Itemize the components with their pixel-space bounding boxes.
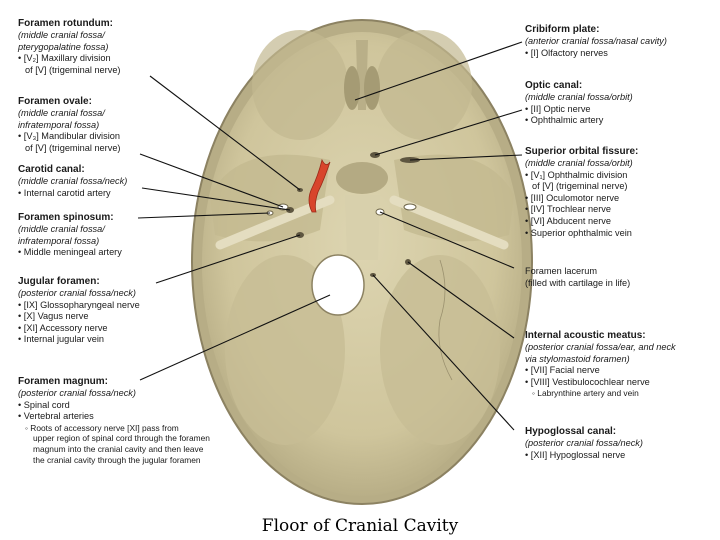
foramen-ovale-item: [V₃] Mandibular division — [18, 131, 168, 143]
leader-optic-canal — [374, 109, 523, 156]
posterior-fossa-right — [380, 255, 500, 445]
middle-fossa-left — [210, 154, 330, 242]
superior-orbital-fissure-title: Superior orbital fissure: — [525, 146, 639, 157]
optic-canal-item: [II] Optic nerve — [525, 104, 715, 116]
suture-line — [438, 259, 453, 381]
foramen-rotundum-item: [V₂] Maxillary division — [18, 53, 168, 65]
superior-orbital-fissure-item: [III] Oculomotor nerve — [525, 193, 715, 205]
foramen-ovale-item-cont: of [V] (trigeminal nerve) — [25, 142, 121, 153]
foramen-magnum-location: (posterior cranial fossa/neck) — [18, 388, 136, 398]
carotid-canal-location: (middle cranial fossa/neck) — [18, 176, 128, 186]
cribiform-plate-item: [I] Olfactory nerves — [525, 48, 715, 60]
leader-foramen-rotundum — [149, 75, 301, 191]
jugular-foramen-title: Jugular foramen: — [18, 276, 100, 287]
leader-internal-acoustic-meatus — [407, 261, 515, 339]
label-carotid-canal: Carotid canal: (middle cranial fossa/nec… — [18, 164, 168, 199]
foramen-spinosum-location: (middle cranial fossa/ — [18, 224, 105, 234]
label-internal-acoustic-meatus: Internal acoustic meatus: (posterior cra… — [525, 330, 717, 399]
posterior-fossa-left — [225, 255, 345, 445]
foramen-magnum-item: Vertebral arteries — [18, 411, 248, 423]
foramen-magnum-subitem-cont: upper region of spinal cord through the … — [33, 433, 210, 444]
anterior-fossa-right — [376, 30, 472, 140]
hypoglossal-canal-item: [XII] Hypoglossal nerve — [525, 450, 715, 462]
figure-caption: Floor of Cranial Cavity — [261, 516, 459, 536]
jugular-foramen-item: [XI] Accessory nerve — [18, 323, 178, 335]
leader-foramen-ovale — [139, 153, 284, 208]
jugular-foramen-item: [IX] Glossopharyngeal nerve — [18, 300, 178, 312]
label-foramen-spinosum: Foramen spinosum: (middle cranial fossa/… — [18, 212, 168, 259]
leader-jugular-foramen — [155, 234, 301, 284]
label-foramen-rotundum: Foramen rotundum: (middle cranial fossa/… — [18, 18, 168, 76]
superior-orbital-fissure-location: (middle cranial fossa/orbit) — [525, 158, 633, 168]
label-foramen-ovale: Foramen ovale: (middle cranial fossa/ in… — [18, 96, 168, 154]
petrous-ridge-right — [389, 195, 509, 250]
superior-orbital-fissure-item-cont: of [V] (trigeminal nerve) — [532, 181, 628, 192]
foramen-magnum-subitem: Roots of accessory nerve [XI] pass from — [18, 423, 248, 434]
right-foramen-ovale — [403, 203, 417, 211]
anterior-fossa-left — [252, 30, 348, 140]
leader-hypoglossal-canal — [372, 274, 515, 431]
leader-foramen-spinosum — [137, 212, 271, 219]
foramen-magnum-item: Spinal cord — [18, 400, 248, 412]
leader-superior-orbital-fissure — [409, 154, 523, 161]
internal-acoustic-meatus-item: [VII] Facial nerve — [525, 365, 717, 377]
foramen-lacerum-title: Foramen lacerum — [525, 266, 597, 276]
superior-orbital-fissure-item: [V₁] Ophthalmic division — [525, 170, 715, 182]
cribiform-plate-location: (anterior cranial fossa/nasal cavity) — [525, 36, 667, 46]
hypoglossal-canal-location: (posterior cranial fossa/neck) — [525, 438, 643, 448]
optic-canal-item: Ophthalmic artery — [525, 115, 715, 127]
optic-canal-title: Optic canal: — [525, 80, 583, 91]
cribiform-plate-title: Cribiform plate: — [525, 24, 600, 35]
jugular-foramen-location: (posterior cranial fossa/neck) — [18, 288, 136, 298]
foramen-rotundum-location: (middle cranial fossa/ — [18, 30, 105, 40]
foramen-magnum-subitem-cont: magnum into the cranial cavity and then … — [33, 443, 204, 454]
internal-acoustic-meatus-item: [VIII] Vestibulocochlear nerve — [525, 377, 717, 389]
hypoglossal-canal-title: Hypoglossal canal: — [525, 426, 617, 437]
clivus — [345, 195, 380, 260]
foramen-magnum-subitem-cont: the cranial cavity through the jugular f… — [33, 454, 201, 465]
sella-turcica — [336, 162, 388, 194]
middle-fossa-right — [394, 154, 514, 242]
foramen-magnum-title: Foramen magnum: — [18, 376, 109, 387]
leader-cribiform-plate — [354, 41, 523, 101]
leader-foramen-lacerum — [379, 211, 515, 269]
cribriform-plate-shape — [344, 66, 360, 110]
foramen-spinosum-item: Middle meningeal artery — [18, 247, 168, 259]
foramen-magnum-hole — [311, 254, 365, 316]
foramen-spinosum-title: Foramen spinosum: — [18, 212, 114, 223]
label-hypoglossal-canal: Hypoglossal canal: (posterior cranial fo… — [525, 426, 715, 461]
label-optic-canal: Optic canal: (middle cranial fossa/orbit… — [525, 80, 715, 127]
internal-acoustic-meatus-location: (posterior cranial fossa/ear, and neck — [525, 342, 676, 352]
cribriform-plate-shape-right — [364, 66, 380, 110]
label-cribiform-plate: Cribiform plate: (anterior cranial fossa… — [525, 24, 715, 59]
superior-orbital-fissure-item: Superior ophthalmic vein — [525, 228, 715, 240]
leader-foramen-magnum — [139, 294, 331, 381]
foramen-rotundum-item-cont: of [V] (trigeminal nerve) — [25, 64, 121, 75]
internal-acoustic-meatus-title: Internal acoustic meatus: — [525, 330, 646, 341]
foramen-ovale-location: (middle cranial fossa/ — [18, 108, 105, 118]
foramen-ovale-location-2: infratemporal fossa) — [18, 119, 100, 130]
internal-acoustic-meatus-subitem: Labrynthine artery and vein — [525, 388, 717, 399]
label-foramen-lacerum: Foramen lacerum (filled with cartilage i… — [525, 266, 715, 289]
foramen-ovale-title: Foramen ovale: — [18, 96, 92, 107]
optic-canal-location: (middle cranial fossa/orbit) — [525, 92, 633, 102]
foramen-rotundum-title: Foramen rotundum: — [18, 18, 113, 29]
carotid-canal-item: Internal carotid artery — [18, 188, 168, 200]
label-jugular-foramen: Jugular foramen: (posterior cranial foss… — [18, 276, 178, 346]
foramen-lacerum-note: (filled with cartilage in life) — [525, 277, 631, 288]
label-superior-orbital-fissure: Superior orbital fissure: (middle crania… — [525, 146, 715, 239]
internal-carotid-artery — [308, 158, 331, 213]
jugular-foramen-item: [X] Vagus nerve — [18, 311, 178, 323]
label-foramen-magnum: Foramen magnum: (posterior cranial fossa… — [18, 376, 248, 465]
carotid-canal-title: Carotid canal: — [18, 164, 85, 175]
superior-orbital-fissure-item: [VI] Abducent nerve — [525, 216, 715, 228]
foramen-spinosum-location-2: infratemporal fossa) — [18, 235, 100, 246]
petrous-ridge-left — [215, 195, 335, 250]
foramen-rotundum-location-2: pterygopalatine fossa) — [18, 41, 109, 52]
jugular-foramen-item: Internal jugular vein — [18, 334, 178, 346]
superior-orbital-fissure-item: [IV] Trochlear nerve — [525, 204, 715, 216]
internal-acoustic-meatus-location-2: via stylomastoid foramen) — [525, 353, 630, 364]
